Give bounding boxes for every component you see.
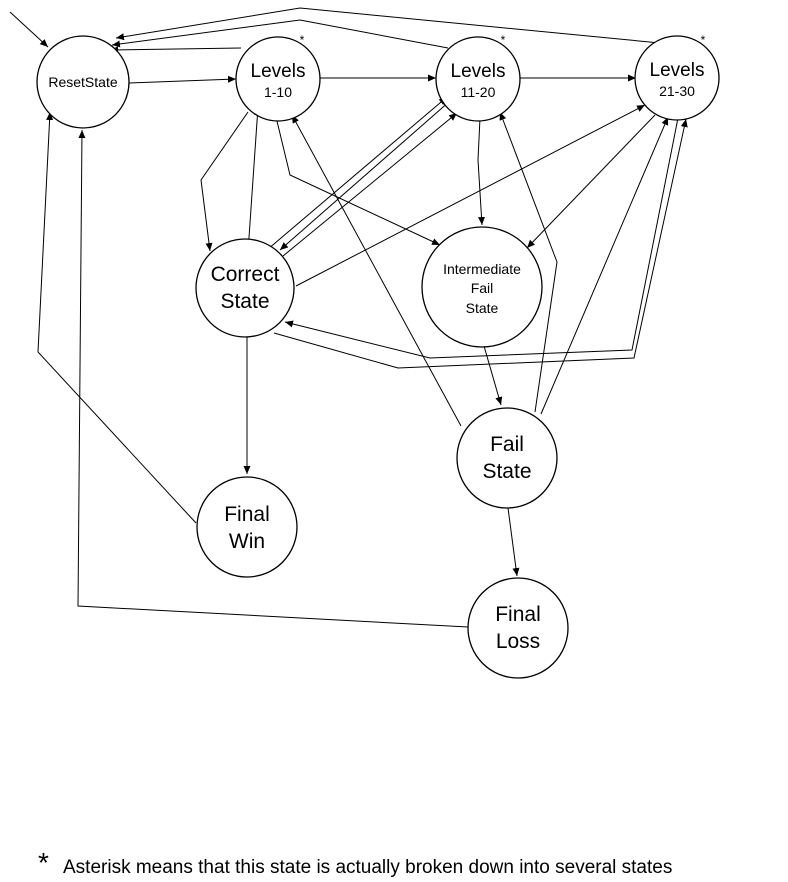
edge-correct-levels-11-20-b [282, 112, 458, 257]
node-fail-state: Fail State [456, 407, 558, 509]
correct-state-line1: Correct [211, 263, 280, 286]
final-win-line1: Final [224, 503, 270, 526]
levels-21-30-asterisk: * [701, 33, 706, 47]
edge-levels-1-10-intermediate [275, 116, 441, 246]
edge-fail-levels-1-10 [291, 114, 462, 427]
final-loss-line2: Loss [496, 630, 540, 653]
node-correct-state: Correct State [195, 238, 295, 338]
edge-correct-levels-11-20 [260, 96, 448, 256]
footnote: * Asterisk means that this state is actu… [38, 847, 672, 878]
levels-21-30-range: 21-30 [659, 83, 695, 99]
node-final-win: Final Win [196, 476, 298, 578]
levels-11-20-title: Levels [451, 61, 506, 82]
edge-levels-11-20-intermediate [477, 117, 486, 226]
footnote-asterisk: * [38, 847, 49, 878]
edge-correct-levels-1-10 [247, 106, 261, 253]
correct-state-line2: State [220, 290, 269, 313]
edge-levels-11-20-reset [111, 19, 449, 49]
edge-levels-21-30-correct [284, 117, 679, 359]
edge-reset-levels-1-10 [128, 75, 237, 84]
final-win-line2: Win [229, 530, 265, 553]
edge-intermediate-fail [483, 345, 503, 406]
edge-start-reset [9, 11, 49, 48]
levels-11-20-asterisk: * [501, 33, 506, 47]
levels-11-20-range: 11-20 [461, 84, 496, 100]
node-reset-state: ResetState [36, 35, 130, 129]
levels-21-30-title: Levels [650, 60, 705, 81]
edges [9, 7, 688, 628]
footnote-text: Asterisk means that this state is actual… [63, 857, 672, 878]
intermediate-line2: Fail [471, 280, 494, 296]
edge-levels-21-30-intermediate [526, 114, 656, 249]
edge-final-win-reset [37, 111, 197, 524]
levels-1-10-asterisk: * [300, 33, 305, 47]
fail-state-line1: Fail [490, 433, 524, 456]
levels-1-10-title: Levels [251, 61, 306, 82]
final-loss-line1: Final [495, 603, 541, 626]
edge-levels-11-20-correct [279, 100, 451, 251]
node-intermediate-fail-state: Intermediate Fail State [421, 226, 543, 348]
edge-fail-final-loss [507, 507, 520, 577]
edge-fail-levels-11-20 [499, 111, 558, 413]
node-levels-11-20: Levels 11-20 * [435, 33, 521, 122]
edge-levels-1-10-reset [109, 46, 242, 54]
node-levels-21-30: Levels 21-30 * [634, 33, 720, 121]
edge-correct-levels-21-30-b [273, 118, 688, 369]
intermediate-line3: State [466, 300, 499, 316]
edge-levels-21-30-reset [115, 7, 661, 44]
levels-1-10-range: 1-10 [264, 84, 292, 100]
edge-final-loss-reset [77, 129, 469, 628]
node-final-loss: Final Loss [467, 577, 569, 679]
reset-state-label: ResetState [48, 74, 117, 90]
edge-fail-levels-21-30 [540, 116, 669, 415]
intermediate-line1: Intermediate [443, 261, 521, 277]
edge-correct-levels-21-30 [295, 104, 646, 287]
node-levels-1-10: Levels 1-10 * [235, 33, 321, 122]
fail-state-line2: State [482, 460, 531, 483]
edge-levels-1-10-correct [200, 111, 249, 252]
